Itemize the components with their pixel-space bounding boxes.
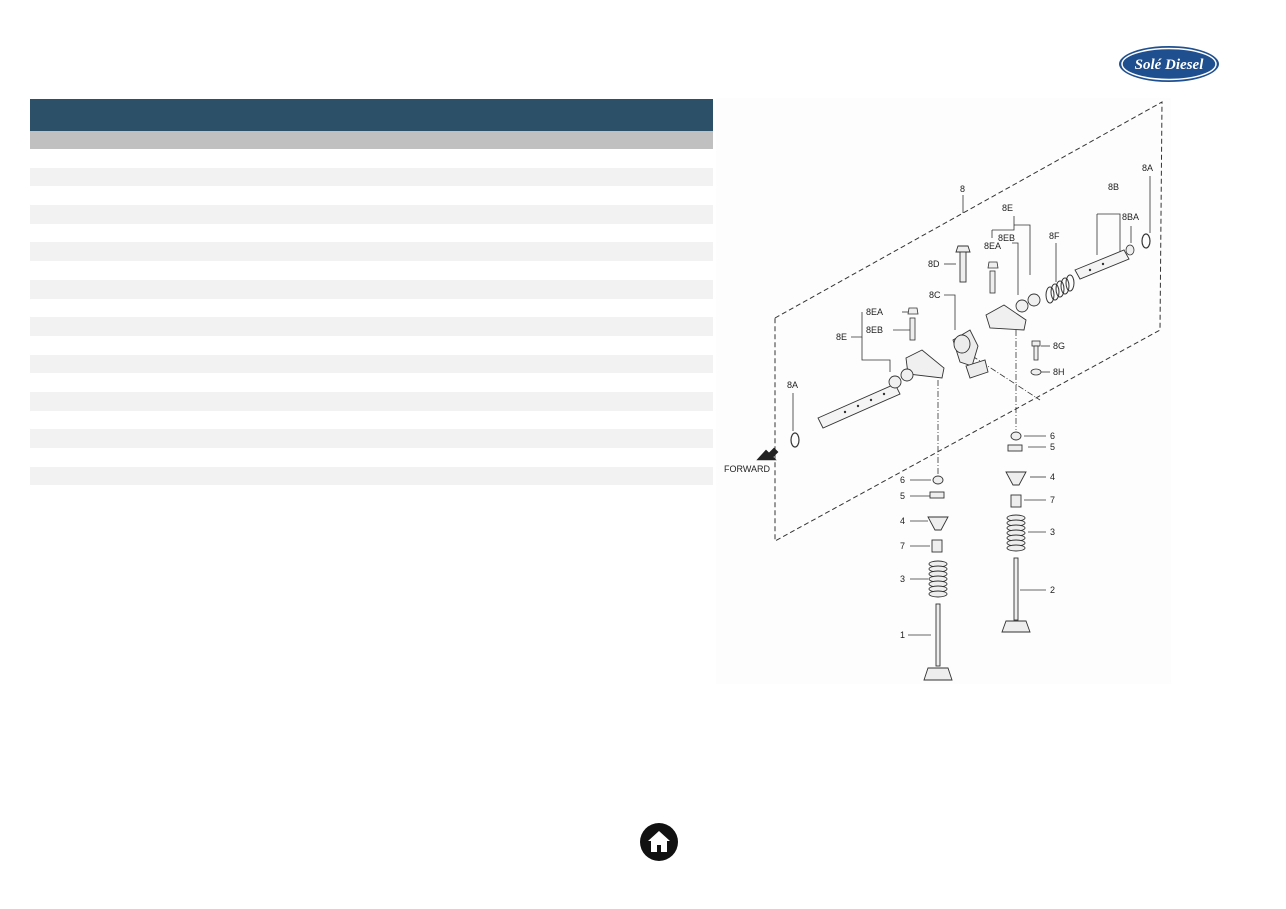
table-row [30,261,713,280]
label-4-left: 4 [900,516,905,526]
table-row [30,391,713,411]
label-8G: 8G [1053,341,1065,351]
label-8EB-left: 8EB [866,325,883,335]
label-8EA-top: 8EA [984,241,1001,251]
table-row [30,429,713,448]
label-5-right: 5 [1050,442,1055,452]
label-8E-top: 8E [1002,203,1013,213]
label-7-left: 7 [900,541,905,551]
label-8A-top: 8A [1142,163,1153,173]
table-row [30,448,713,467]
table-row [30,298,713,318]
label-8B: 8B [1108,182,1119,192]
label-8E-left: 8E [836,332,847,342]
label-6-left: 6 [900,475,905,485]
label-5-left: 5 [900,491,905,501]
exploded-parts-diagram: 8 8A 8B 8BA 8E 8EB 8EA 8F 8D 8C 8EA 8EB … [716,98,1171,684]
label-8D: 8D [928,259,940,269]
table-row [30,186,713,206]
label-8H: 8H [1053,367,1065,377]
label-8EB-top: 8EB [998,233,1015,243]
label-8BA: 8BA [1122,212,1139,222]
label-8C: 8C [929,290,941,300]
label-1: 1 [900,630,905,640]
table-row [30,205,713,224]
label-4-right: 4 [1050,472,1055,482]
sole-diesel-logo: Solé Diesel [1117,44,1221,84]
table-row [30,317,713,336]
label-8F: 8F [1049,231,1060,241]
table-row [30,335,713,355]
label-7-right: 7 [1050,495,1055,505]
parts-table [30,99,713,486]
table-row [30,149,713,168]
label-3-right: 3 [1050,527,1055,537]
home-icon [648,831,670,852]
label-forward: FORWARD [724,464,770,474]
table-row [30,410,713,430]
label-8EA-left: 8EA [866,307,883,317]
table-row [30,354,713,374]
table-row [30,167,713,187]
label-2: 2 [1050,585,1055,595]
table-subheader [30,131,713,149]
assembly-boundary [774,101,1163,542]
table-row [30,373,713,392]
label-8A-left: 8A [787,380,798,390]
table-row [30,279,713,299]
table-row [30,223,713,243]
table-row [30,466,713,486]
home-button[interactable] [640,823,678,861]
table-row [30,242,713,262]
label-8: 8 [960,184,965,194]
label-3-left: 3 [900,574,905,584]
table-header [30,99,713,131]
label-6-right: 6 [1050,431,1055,441]
logo-text: Solé Diesel [1135,57,1205,73]
forward-arrow-icon [756,447,779,461]
